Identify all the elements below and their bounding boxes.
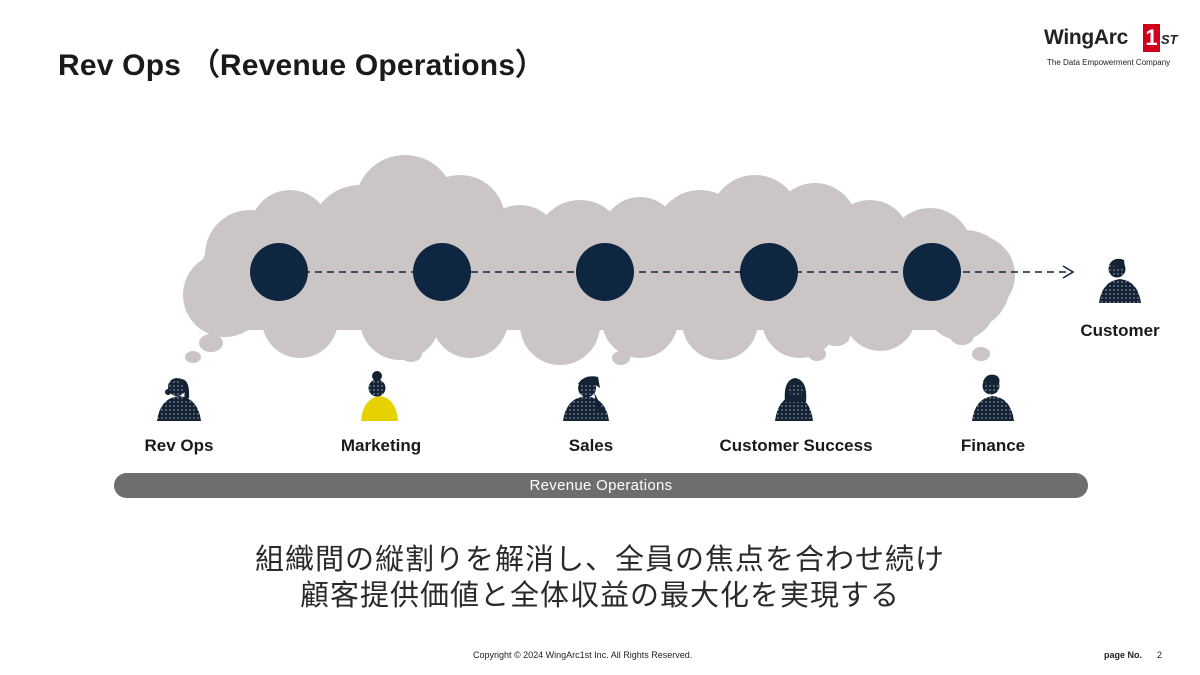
revenue-operations-bar: Revenue Operations xyxy=(114,473,1088,498)
logo-tagline: The Data Empowerment Company xyxy=(1047,58,1171,67)
company-logo: WingArc 1 ST The Data Empowerment Compan… xyxy=(1044,22,1178,72)
message-line-1: 組織間の縦割りを解消し、全員の焦点を合わせ続け xyxy=(254,544,945,576)
node-finance xyxy=(903,243,961,301)
page-number: 2 xyxy=(1157,650,1163,660)
logo-badge: 1 xyxy=(1143,24,1160,52)
man-short-hair-icon xyxy=(972,374,1014,421)
copyright-text: Copyright © 2024 WingArc1st Inc. All Rig… xyxy=(473,650,693,660)
customer-icon xyxy=(1099,258,1141,303)
woman-ponytail-icon xyxy=(157,378,201,421)
page-number-label: page No. xyxy=(1104,650,1143,660)
node-customer-success xyxy=(740,243,798,301)
page-title: Rev Ops （Revenue Operations） xyxy=(58,49,546,82)
node-marketing xyxy=(413,243,471,301)
role-label-marketing: Marketing xyxy=(340,436,422,455)
role-label-sales: Sales xyxy=(568,436,614,455)
logo-suffix: ST xyxy=(1161,32,1178,47)
role-label-customer-success: Customer Success xyxy=(719,436,873,455)
flow-arrow-head xyxy=(1062,265,1075,279)
message-line-2: 顧客提供価値と全体収益の最大化を実現する xyxy=(299,580,900,612)
woman-bun-icon xyxy=(361,371,398,421)
role-label-finance: Finance xyxy=(960,436,1026,455)
node-sales xyxy=(576,243,634,301)
customer-label: Customer xyxy=(1080,321,1160,340)
man-icon xyxy=(563,376,609,421)
role-label-revops: Rev Ops xyxy=(144,436,214,455)
woman-long-hair-icon xyxy=(775,378,813,421)
node-revops xyxy=(250,243,308,301)
logo-word: WingArc xyxy=(1044,26,1129,49)
